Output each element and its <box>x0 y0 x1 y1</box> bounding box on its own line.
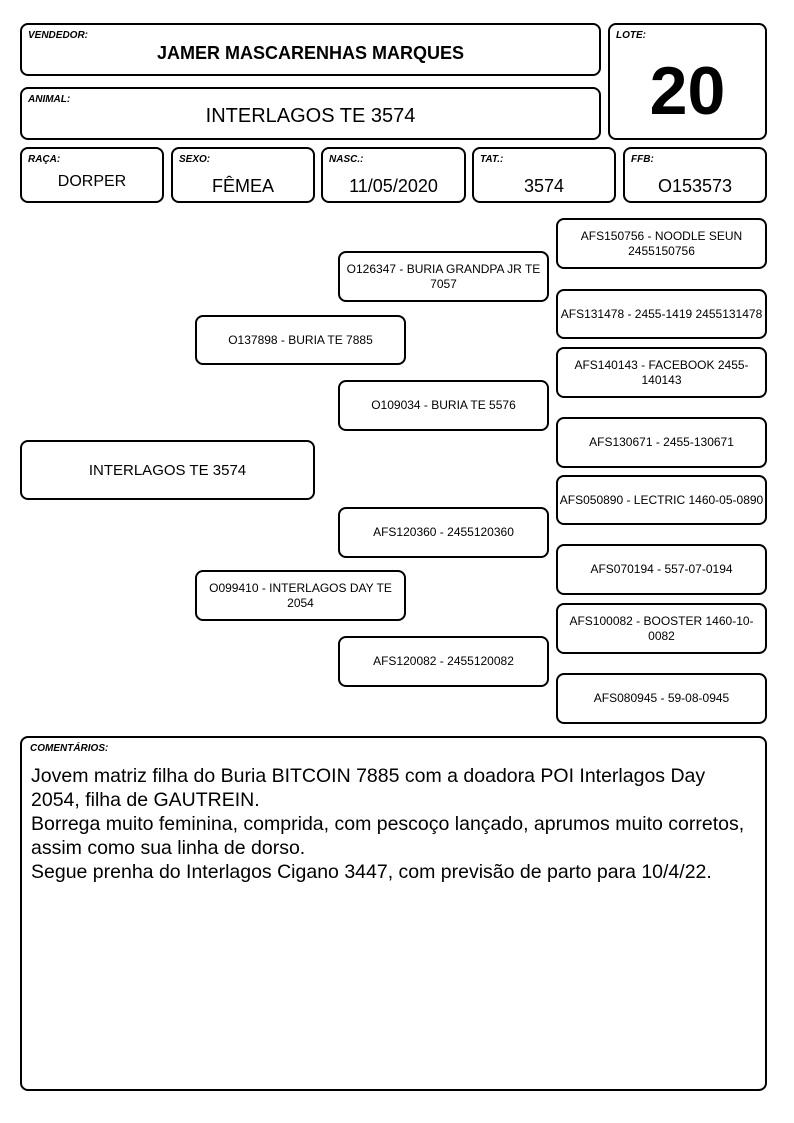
raca-label: RAÇA: <box>28 154 61 165</box>
pedigree-animal: INTERLAGOS TE 3574 <box>20 440 315 500</box>
pedigree-dam: O099410 - INTERLAGOS DAY TE 2054 <box>195 570 406 621</box>
pedigree-ggp-1: AFS150756 - NOODLE SEUN 2455150756 <box>556 218 767 269</box>
pedigree-dam-dam: AFS120082 - 2455120082 <box>338 636 549 687</box>
vendedor-box: VENDEDOR: JAMER MASCARENHAS MARQUES <box>20 23 601 76</box>
tat-label: TAT.: <box>480 154 504 165</box>
pedigree-ggp-7: AFS100082 - BOOSTER 1460-10-0082 <box>556 603 767 654</box>
nasc-box: NASC.: 11/05/2020 <box>321 147 466 203</box>
comments-label: COMENTÁRIOS: <box>30 743 109 754</box>
pedigree-ggp-5: AFS050890 - LECTRIC 1460-05-0890 <box>556 475 767 525</box>
tat-value: 3574 <box>523 176 565 196</box>
lote-value: 20 <box>649 53 726 129</box>
animal-value: INTERLAGOS TE 3574 <box>205 105 416 127</box>
pedigree-sire: O137898 - BURIA TE 7885 <box>195 315 406 365</box>
vendedor-label: VENDEDOR: <box>28 30 89 41</box>
raca-value: DORPER <box>57 173 127 190</box>
sexo-box: SEXO: FÊMEA <box>171 147 315 203</box>
animal-label: ANIMAL: <box>28 94 71 105</box>
ffb-box: FFB: O153573 <box>623 147 767 203</box>
tat-box: TAT.: 3574 <box>472 147 616 203</box>
pedigree-ggp-4: AFS130671 - 2455-130671 <box>556 417 767 468</box>
pedigree-ggp-3: AFS140143 - FACEBOOK 2455-140143 <box>556 347 767 398</box>
sexo-label: SEXO: <box>179 154 211 165</box>
raca-box: RAÇA: DORPER <box>20 147 164 203</box>
vendedor-value: JAMER MASCARENHAS MARQUES <box>156 43 465 63</box>
pedigree-ggp-8: AFS080945 - 59-08-0945 <box>556 673 767 724</box>
pedigree-sire-dam: O109034 - BURIA TE 5576 <box>338 380 549 431</box>
nasc-value: 11/05/2020 <box>349 176 438 196</box>
sexo-value: FÊMEA <box>211 176 274 196</box>
nasc-label: NASC.: <box>329 154 364 165</box>
pedigree-ggp-2: AFS131478 - 2455-1419 2455131478 <box>556 289 767 339</box>
comments-text: Jovem matriz filha do Buria BITCOIN 7885… <box>31 765 745 883</box>
comments-box: COMENTÁRIOS: Jovem matriz filha do Buria… <box>20 736 767 1091</box>
lote-label: LOTE: <box>616 30 646 41</box>
pedigree-dam-sire: AFS120360 - 2455120360 <box>338 507 549 558</box>
pedigree-ggp-6: AFS070194 - 557-07-0194 <box>556 544 767 595</box>
pedigree-sire-sire: O126347 - BURIA GRANDPA JR TE 7057 <box>338 251 549 302</box>
lote-box: LOTE: 20 <box>608 23 767 140</box>
ffb-label: FFB: <box>631 154 654 165</box>
animal-box: ANIMAL: INTERLAGOS TE 3574 <box>20 87 601 140</box>
ffb-value: O153573 <box>657 176 733 196</box>
